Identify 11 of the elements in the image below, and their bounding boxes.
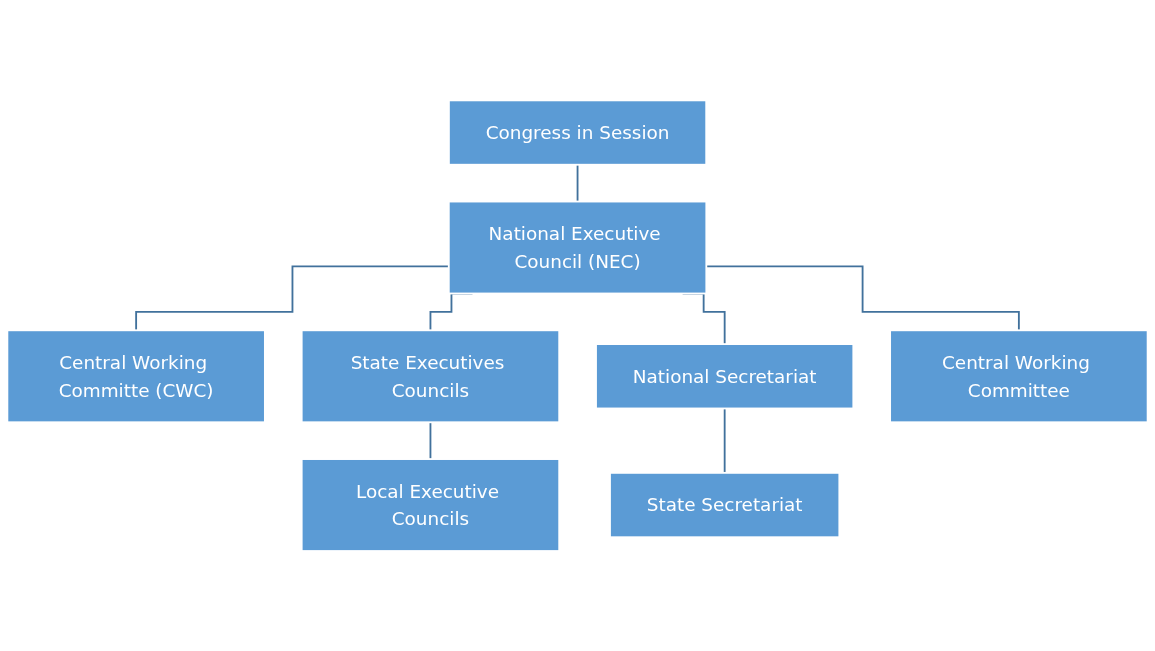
node-box: Local Executive Councils — [300, 457, 561, 552]
node-box: State Executives Councils — [300, 329, 561, 423]
node-box: State Secretariat — [609, 471, 841, 538]
connector — [429, 421, 432, 460]
node-box: National Executive Council (NEC) — [447, 200, 708, 295]
node-box: National Secretariat — [595, 342, 855, 410]
connector — [576, 163, 579, 203]
node-box: Congress in Session — [447, 99, 708, 166]
node-box: Central Working Committee — [889, 329, 1149, 423]
node-box: Central Working Committe (CWC) — [6, 329, 266, 423]
connector — [723, 407, 726, 474]
